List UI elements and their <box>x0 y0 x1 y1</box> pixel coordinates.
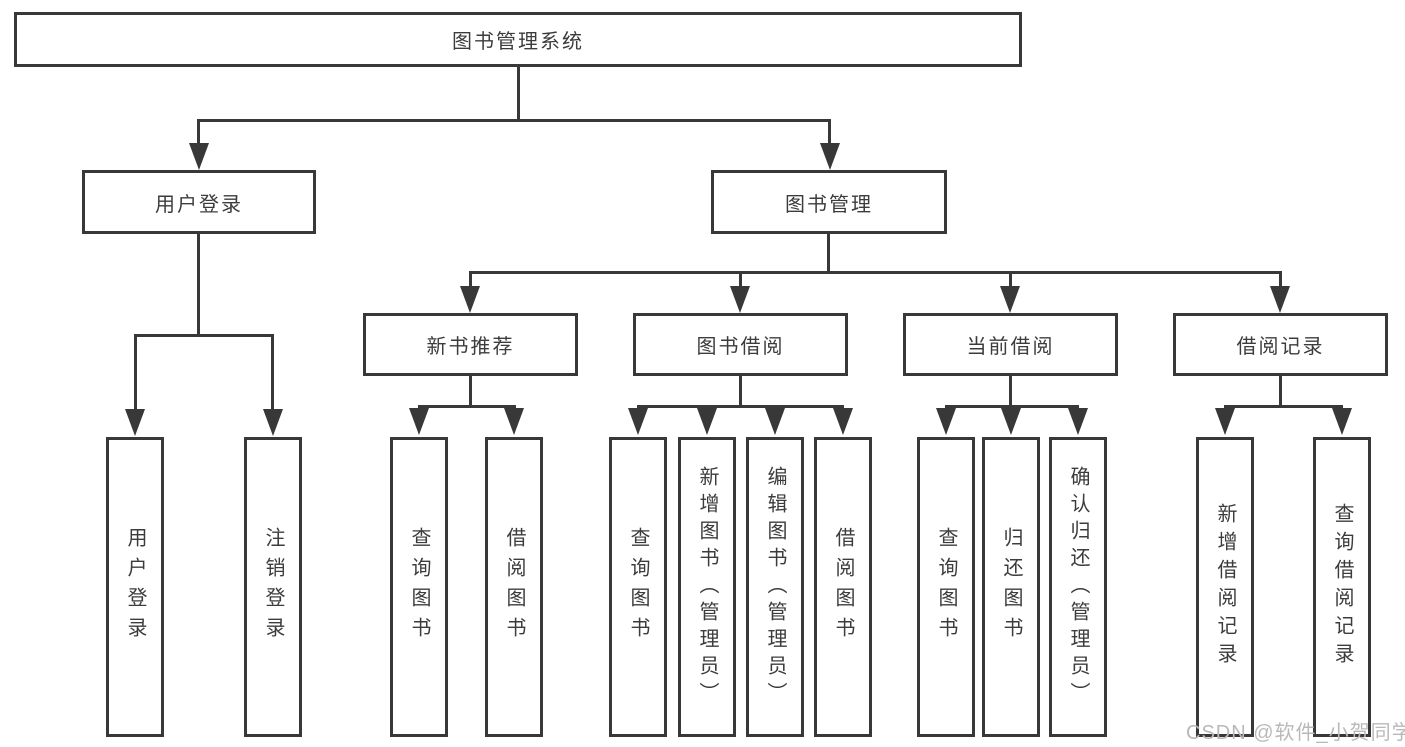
leaf-label: 借阅图书 <box>503 527 525 647</box>
arrow-down-icon <box>697 408 717 435</box>
leaf-query-books-recommend: 查询图书 <box>390 437 448 737</box>
leaf-label: 查询图书 <box>935 527 957 647</box>
leaf-return-books: 归还图书 <box>982 437 1040 737</box>
leaf-label: 归还图书 <box>1000 527 1022 647</box>
arrow-down-icon <box>1001 408 1021 435</box>
connector-line <box>517 66 520 121</box>
leaf-edit-books-admin: 编辑图书（管理员） <box>746 437 804 737</box>
leaf-label: 用户登录 <box>124 527 146 647</box>
arrow-down-icon <box>1215 408 1235 435</box>
connector-line <box>271 334 274 411</box>
arrow-down-icon <box>189 143 209 170</box>
leaf-user-login: 用户登录 <box>106 437 164 737</box>
leaf-borrow-books: 借阅图书 <box>814 437 872 737</box>
connector-line <box>637 405 844 408</box>
node-user-login: 用户登录 <box>82 170 316 234</box>
connector-line <box>739 376 742 407</box>
arrow-down-icon <box>409 408 429 435</box>
arrow-down-icon <box>628 408 648 435</box>
connector-line <box>469 376 472 407</box>
arrow-down-icon <box>1270 286 1290 313</box>
arrow-down-icon <box>820 143 840 170</box>
connector-line <box>197 119 200 147</box>
arrow-down-icon <box>833 408 853 435</box>
connector-line <box>1009 271 1012 289</box>
leaf-add-books-admin: 新增图书（管理员） <box>678 437 736 737</box>
connector-line <box>469 271 472 289</box>
arrow-down-icon <box>1068 408 1088 435</box>
connector-line <box>134 334 137 411</box>
leaf-borrow-books-recommend: 借阅图书 <box>485 437 543 737</box>
leaf-label: 注销登录 <box>262 527 284 647</box>
leaf-logout: 注销登录 <box>244 437 302 737</box>
node-label: 图书管理系统 <box>452 31 584 53</box>
connector-line <box>1009 376 1012 407</box>
arrow-down-icon <box>460 286 480 313</box>
connector-line <box>827 234 830 274</box>
connector-line <box>1279 376 1282 407</box>
node-label: 图书管理 <box>785 193 873 216</box>
arrow-down-icon <box>263 409 283 436</box>
node-new-book-recommend: 新书推荐 <box>363 313 578 376</box>
leaf-label: 借阅图书 <box>832 527 854 647</box>
connector-line <box>1279 271 1282 289</box>
connector-line <box>469 271 1281 274</box>
node-label: 图书借阅 <box>696 336 785 358</box>
leaf-label: 新增图书（管理员） <box>696 465 718 709</box>
leaf-add-borrow-record: 新增借阅记录 <box>1196 437 1254 737</box>
leaf-query-borrow-record: 查询借阅记录 <box>1313 437 1371 737</box>
leaf-query-books-current: 查询图书 <box>917 437 975 737</box>
node-borrow-records: 借阅记录 <box>1173 313 1388 376</box>
leaf-label: 查询图书 <box>627 527 649 647</box>
arrow-down-icon <box>730 286 750 313</box>
leaf-label: 新增借阅记录 <box>1214 503 1236 671</box>
node-library-management-system: 图书管理系统 <box>14 12 1022 67</box>
leaf-label: 查询借阅记录 <box>1331 503 1353 671</box>
csdn-watermark: CSDN @软件_小贺同学 <box>1186 722 1405 744</box>
connector-line <box>828 119 831 147</box>
connector-line <box>1224 405 1343 408</box>
arrow-down-icon <box>1000 286 1020 313</box>
node-label: 新书推荐 <box>426 336 515 358</box>
arrow-down-icon <box>1332 408 1352 435</box>
node-label: 用户登录 <box>155 193 243 216</box>
leaf-query-books-borrow: 查询图书 <box>609 437 667 737</box>
leaf-label: 确认归还（管理员） <box>1067 465 1089 709</box>
connector-line <box>198 119 830 122</box>
node-current-borrow: 当前借阅 <box>903 313 1118 376</box>
arrow-down-icon <box>504 408 524 435</box>
node-book-borrow: 图书借阅 <box>633 313 848 376</box>
arrow-down-icon <box>936 408 956 435</box>
connector-line <box>739 271 742 289</box>
node-label: 借阅记录 <box>1236 336 1325 358</box>
connector-line <box>418 405 516 408</box>
node-label: 当前借阅 <box>966 336 1055 358</box>
arrow-down-icon <box>765 408 785 435</box>
arrow-down-icon <box>125 409 145 436</box>
leaf-confirm-return-admin: 确认归还（管理员） <box>1049 437 1107 737</box>
leaf-label: 查询图书 <box>408 527 430 647</box>
connector-line <box>197 234 200 336</box>
connector-line <box>134 334 274 337</box>
node-book-management: 图书管理 <box>711 170 947 234</box>
connector-line <box>945 405 1079 408</box>
leaf-label: 编辑图书（管理员） <box>764 465 786 709</box>
